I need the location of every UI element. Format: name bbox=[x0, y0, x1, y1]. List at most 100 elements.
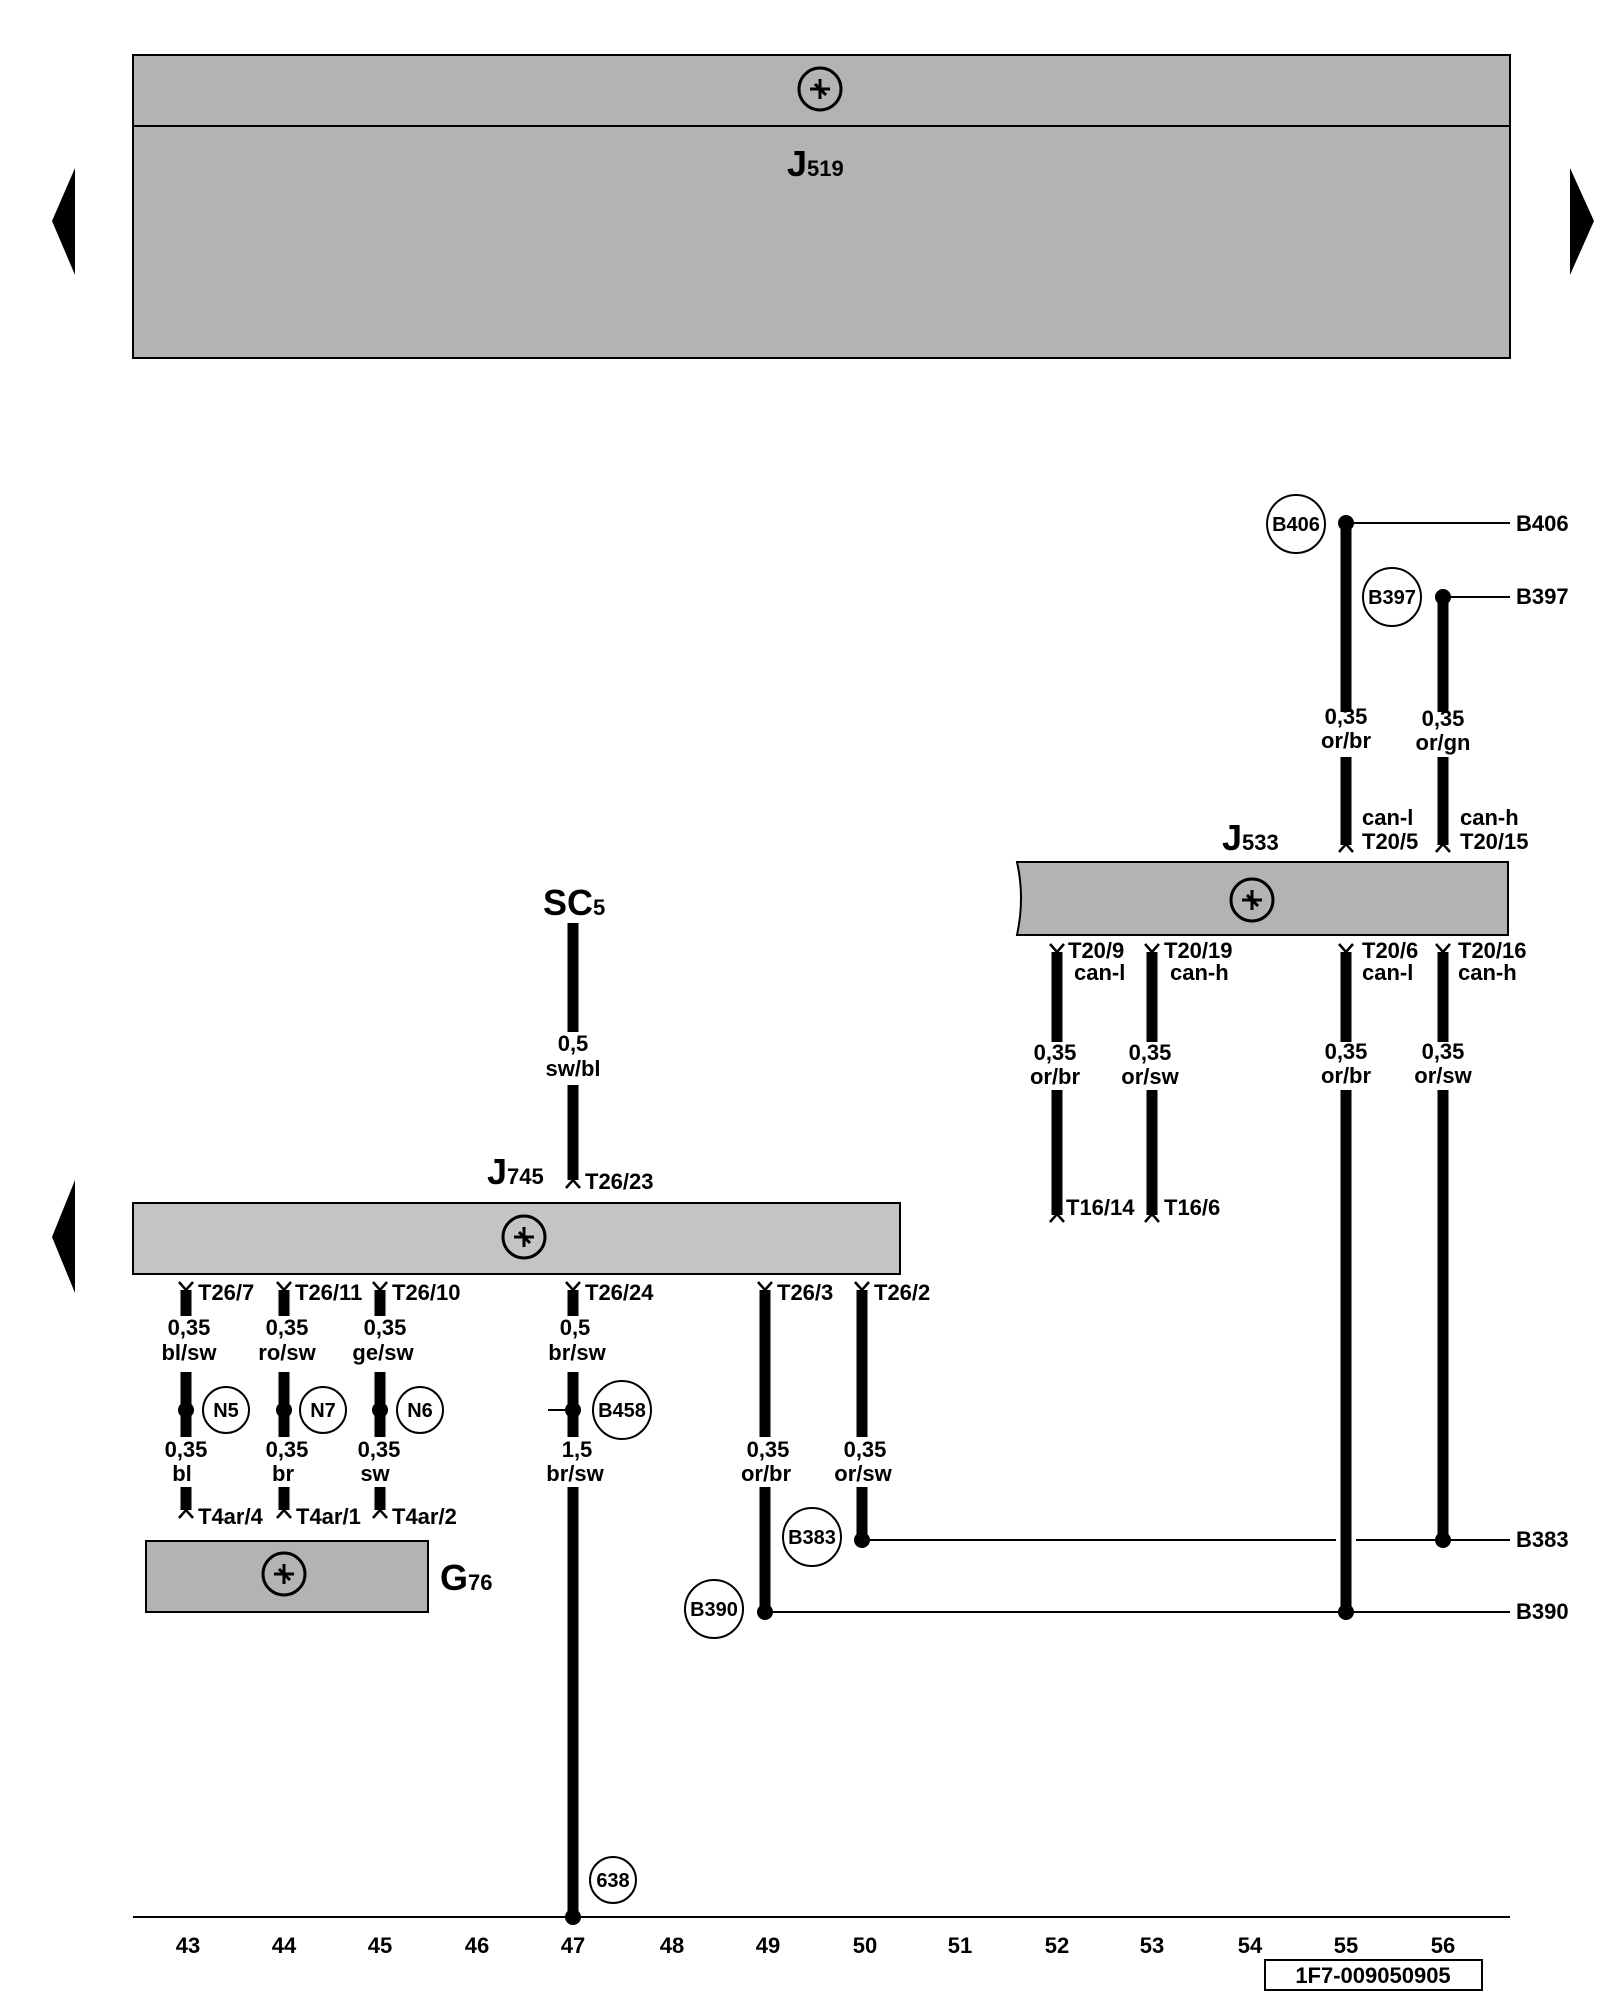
wire-b397-color: or/gn bbox=[1416, 730, 1471, 755]
page-prev-arrow[interactable] bbox=[52, 168, 75, 275]
svg-text:N5: N5 bbox=[213, 1400, 239, 1422]
pin-can-h-t20-19: can-h bbox=[1170, 960, 1229, 985]
continuation-b397: B397 bbox=[1516, 584, 1569, 609]
connection-b390[interactable]: B390 bbox=[684, 1579, 744, 1639]
column-number: 45 bbox=[368, 1933, 392, 1958]
connection-b397[interactable]: B397 bbox=[1362, 567, 1422, 627]
sensor-g76[interactable]: G76 bbox=[145, 1540, 493, 1613]
wire-t26-11-size: 0,35 bbox=[266, 1315, 309, 1340]
wire-sc5-size: 0,5 bbox=[558, 1031, 589, 1056]
page-next-arrow[interactable] bbox=[1570, 168, 1594, 275]
wire-t20-9-size: 0,35 bbox=[1034, 1040, 1077, 1065]
sc5-label: SC5 bbox=[543, 882, 605, 923]
pin-t26-3: T26/3 bbox=[777, 1280, 833, 1305]
g76-label: G76 bbox=[440, 1557, 493, 1598]
thin-wires bbox=[133, 522, 1510, 1918]
wire-t26-3-color: or/br bbox=[741, 1461, 792, 1486]
svg-text:B406: B406 bbox=[1272, 514, 1320, 536]
wire-t4ar-1-color: br bbox=[272, 1461, 294, 1486]
pin-can-l-t20-9: can-l bbox=[1074, 960, 1125, 985]
column-number: 48 bbox=[660, 1933, 684, 1958]
wire-t4ar-4-size: 0,35 bbox=[165, 1437, 208, 1462]
column-number: 52 bbox=[1045, 1933, 1069, 1958]
column-number: 51 bbox=[948, 1933, 972, 1958]
pin-t4ar-4: T4ar/4 bbox=[198, 1504, 264, 1529]
diagram-id-box: 1F7-009050905 bbox=[1264, 1959, 1483, 1991]
pin-t4ar-2: T4ar/2 bbox=[392, 1504, 457, 1529]
diagram-id: 1F7-009050905 bbox=[1295, 1963, 1450, 1988]
continuation-b390: B390 bbox=[1516, 1599, 1569, 1624]
pin-t20-6: T20/6 bbox=[1362, 938, 1418, 963]
column-number: 47 bbox=[561, 1933, 585, 1958]
control-unit-icon bbox=[261, 1551, 307, 1597]
j533-label: J533 bbox=[1222, 817, 1279, 858]
wire-t20-6-size: 0,35 bbox=[1325, 1039, 1368, 1064]
wire-t20-19-color: or/sw bbox=[1121, 1064, 1179, 1089]
pin-can-h-t20-15: can-h bbox=[1460, 805, 1519, 830]
pin-can-l-t20-6: can-l bbox=[1362, 960, 1413, 985]
wire-t4ar-4-color: bl bbox=[172, 1461, 192, 1486]
svg-text:N7: N7 bbox=[310, 1400, 336, 1422]
page-prev-arrow-lower[interactable] bbox=[52, 1180, 75, 1293]
pin-t26-24: T26/24 bbox=[585, 1280, 654, 1305]
pin-can-l-t20-5: can-l bbox=[1362, 805, 1413, 830]
pin-t26-23: T26/23 bbox=[585, 1169, 654, 1194]
continuation-b383: B383 bbox=[1516, 1527, 1569, 1552]
column-number: 50 bbox=[853, 1933, 877, 1958]
wire-t20-16-color: or/sw bbox=[1414, 1063, 1472, 1088]
column-number: 44 bbox=[272, 1933, 297, 1958]
connection-n7[interactable]: N7 bbox=[299, 1386, 347, 1434]
wire-ground-color: br/sw bbox=[546, 1461, 604, 1486]
pin-can-h-t20-16: can-h bbox=[1458, 960, 1517, 985]
pin-t26-11: T26/11 bbox=[295, 1280, 362, 1305]
pin-t26-10: T26/10 bbox=[392, 1280, 461, 1305]
pin-t4ar-1: T4ar/1 bbox=[296, 1504, 361, 1529]
wire-t4ar-2-size: 0,35 bbox=[358, 1437, 401, 1462]
wire-t20-16-size: 0,35 bbox=[1422, 1039, 1465, 1064]
wire-t20-19-size: 0,35 bbox=[1129, 1040, 1172, 1065]
connection-b383[interactable]: B383 bbox=[782, 1507, 842, 1567]
svg-text:B390: B390 bbox=[690, 1599, 738, 1621]
column-number: 43 bbox=[176, 1933, 200, 1958]
svg-text:N6: N6 bbox=[407, 1400, 433, 1422]
pin-t16-14: T16/14 bbox=[1066, 1195, 1135, 1220]
pin-t20-9: T20/9 bbox=[1068, 938, 1124, 963]
pin-t16-6: T16/6 bbox=[1164, 1195, 1220, 1220]
module-j533[interactable]: J533 bbox=[1015, 817, 1509, 936]
connection-b458[interactable]: B458 bbox=[592, 1380, 652, 1440]
wire-ground-size: 1,5 bbox=[562, 1437, 593, 1462]
pin-labels: can-l T20/5 can-h T20/15 T20/9 can-l T20… bbox=[198, 805, 1529, 1529]
ground-point-638[interactable]: 638 bbox=[589, 1856, 637, 1904]
connection-n5[interactable]: N5 bbox=[202, 1386, 250, 1434]
svg-text:B458: B458 bbox=[598, 1400, 646, 1422]
column-number: 55 bbox=[1334, 1933, 1358, 1958]
connection-b406[interactable]: B406 bbox=[1266, 494, 1326, 554]
pin-t26-2: T26/2 bbox=[874, 1280, 930, 1305]
column-number: 56 bbox=[1431, 1933, 1455, 1958]
wire-t4ar-1-size: 0,35 bbox=[266, 1437, 309, 1462]
wire-t26-10-color: ge/sw bbox=[352, 1340, 414, 1365]
wire-t26-10-size: 0,35 bbox=[364, 1315, 407, 1340]
wire-t4ar-2-color: sw bbox=[360, 1461, 390, 1486]
wire-t20-9-color: or/br bbox=[1030, 1064, 1081, 1089]
wire-t26-2-color: or/sw bbox=[834, 1461, 892, 1486]
module-j745[interactable]: J745 bbox=[132, 1151, 901, 1275]
connection-n6[interactable]: N6 bbox=[396, 1386, 444, 1434]
thick-wires bbox=[180, 523, 1449, 1917]
column-number: 54 bbox=[1238, 1933, 1263, 1958]
column-number: 49 bbox=[756, 1933, 780, 1958]
svg-text:638: 638 bbox=[596, 1870, 629, 1892]
module-j519[interactable]: J519 bbox=[132, 54, 1511, 359]
wire-labels: 0,35 or/br 0,35 or/gn 0,35 or/br 0,35 or… bbox=[161, 704, 1472, 1486]
j745-label: J745 bbox=[487, 1151, 544, 1192]
column-number: 53 bbox=[1140, 1933, 1164, 1958]
continuation-b406: B406 bbox=[1516, 511, 1569, 536]
pin-t20-5: T20/5 bbox=[1362, 829, 1418, 854]
wire-t20-6-color: or/br bbox=[1321, 1063, 1372, 1088]
svg-text:B383: B383 bbox=[788, 1527, 836, 1549]
wire-t26-24-size: 0,5 bbox=[560, 1315, 591, 1340]
pin-t20-15: T20/15 bbox=[1460, 829, 1529, 854]
svg-text:B397: B397 bbox=[1368, 587, 1416, 609]
wire-t26-24-color: br/sw bbox=[548, 1340, 606, 1365]
